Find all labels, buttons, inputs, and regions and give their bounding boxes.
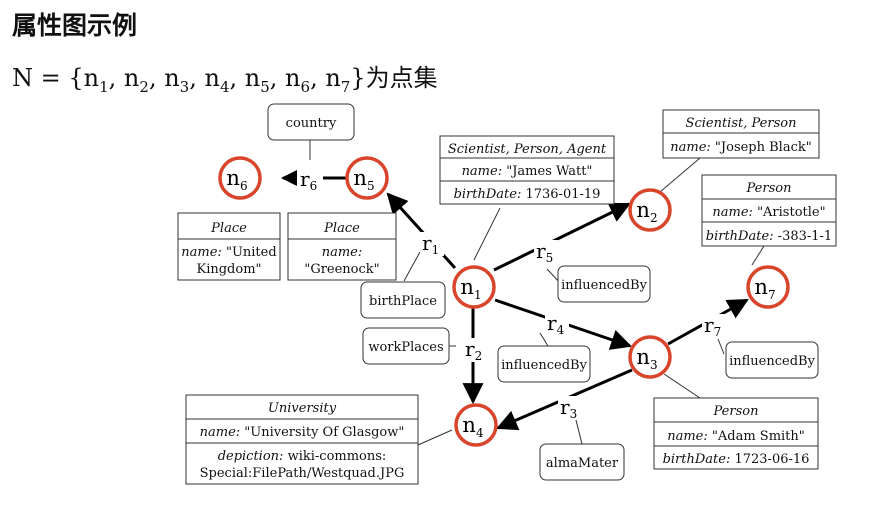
property-box-n5: Place name: "Greenock" [287,212,397,281]
formula-n5: n5 [244,64,270,96]
edge-label-r1: r1 [420,231,444,257]
edge-label-r3: r3 [558,395,582,421]
svg-text:influencedBy: influencedBy [501,358,587,373]
page-title: 属性图示例 [12,11,138,40]
svg-text:name: "Adam Smith": name: "Adam Smith" [667,429,805,444]
edge-label-r4: r4 [545,311,569,337]
node-n3[interactable]: n3 [628,335,672,379]
svg-text:name: "Joseph Black": name: "Joseph Black" [670,140,811,155]
node-n4[interactable]: n4 [454,403,498,447]
svg-text:influencedBy: influencedBy [561,278,647,293]
svg-text:Person: Person [746,181,792,196]
formula-prefix: N = { [12,64,84,92]
svg-text:Place: Place [323,221,360,236]
edge-type-box-r1: birthPlace [360,281,446,319]
edge-r5 [493,202,631,272]
formula-n6: n6 [285,64,311,96]
formula-n7: n7 [325,64,351,96]
svg-text:depiction: wiki-commons:: depiction: wiki-commons: [218,449,387,464]
edge-label-r5: r5 [534,239,558,265]
property-box-n1: Scientist, Person, Agent name: "James Wa… [439,135,615,205]
svg-text:Kingdom": Kingdom" [196,262,261,277]
formula-n2: n2 [123,64,149,96]
property-box-n4: University name: "University Of Glasgow"… [185,394,419,485]
svg-text:name:: name: [322,245,363,260]
edge-type-box-r5: influencedBy [557,265,651,303]
svg-text:Scientist, Person, Agent: Scientist, Person, Agent [448,142,607,157]
svg-text:birthDate: 1736-01-19: birthDate: 1736-01-19 [454,187,601,202]
property-box-n6: Place name: "United Kingdom" [177,212,281,281]
formula-n3: n3 [164,64,190,96]
svg-text:Place: Place [210,221,247,236]
edge-type-box-r4: influencedBy [497,345,591,383]
node-n5[interactable]: n5 [345,156,389,200]
edge-label-r2: r2 [463,337,487,363]
property-box-n7: Person name: "Aristotle" birthDate: -383… [701,174,837,247]
node-n1[interactable]: n1 [452,265,496,309]
edge-type-box-r2: workPlaces [362,327,450,365]
svg-text:name: "University Of Glasgow": name: "University Of Glasgow" [200,425,405,440]
svg-text:workPlaces: workPlaces [368,340,443,355]
svg-text:name: "United: name: "United [181,245,276,260]
svg-text:University: University [268,401,337,416]
property-box-n2: Scientist, Person name: "Joseph Black" [662,109,820,159]
node-n6[interactable]: n6 [218,156,262,200]
svg-text:Scientist, Person: Scientist, Person [686,116,797,131]
svg-text:name: "Aristotle": name: "Aristotle" [712,205,825,220]
svg-text:influencedBy: influencedBy [729,354,815,369]
formula-n1: n1 [83,64,109,96]
node-n7[interactable]: n7 [746,265,790,309]
svg-text:"Greenock": "Greenock" [304,262,379,277]
node-n2[interactable]: n2 [628,188,672,232]
svg-text:Person: Person [713,404,759,419]
svg-text:name: "James Watt": name: "James Watt" [462,164,593,179]
formula-suffix: }为点集 [350,64,438,92]
edge-type-box-r6: country [267,103,355,141]
formula-n4: n4 [204,64,230,96]
edge-type-box-r3: almaMater [539,443,625,481]
svg-text:Special:FilePath/Westquad.JPG: Special:FilePath/Westquad.JPG [200,466,405,481]
svg-text:country: country [286,116,337,131]
svg-text:almaMater: almaMater [546,456,619,471]
svg-text:birthDate: -383-1-1: birthDate: -383-1-1 [706,229,832,244]
edge-type-box-r7: influencedBy [725,341,819,379]
svg-text:birthDate: 1723-06-16: birthDate: 1723-06-16 [663,452,810,467]
svg-text:birthPlace: birthPlace [369,294,437,309]
edge-label-r6: r6 [297,166,323,193]
node-set-formula: N = {n1, n2, n3, n4, n5, n6, n7}为点集 [12,64,438,96]
edge-label-r7: r7 [702,313,726,339]
property-box-n3: Person name: "Adam Smith" birthDate: 172… [653,397,819,470]
